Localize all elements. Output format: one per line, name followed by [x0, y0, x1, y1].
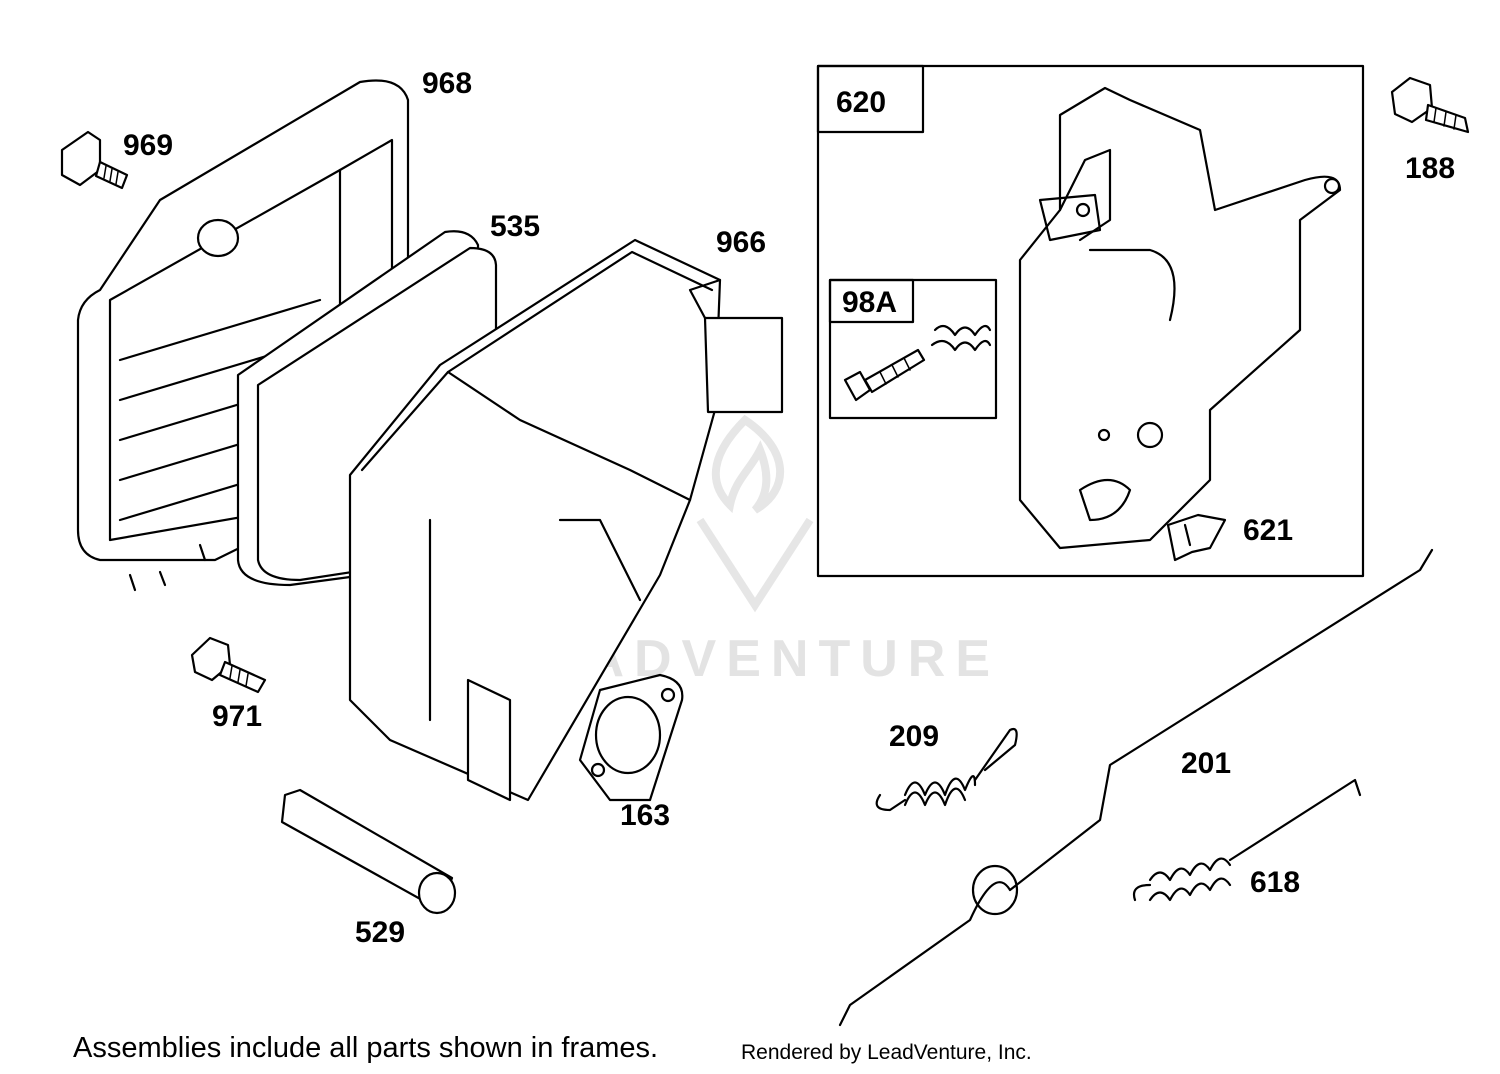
label-968: 968: [422, 67, 472, 100]
rendered-by-credit: Rendered by LeadVenture, Inc.: [741, 1041, 1032, 1064]
label-966: 966: [716, 226, 766, 259]
label-188: 188: [1405, 152, 1455, 185]
spring-209: [875, 727, 1018, 812]
label-98a: 98A: [842, 286, 897, 319]
assemblies-note: Assemblies include all parts shown in fr…: [73, 1032, 659, 1064]
clip-621: [1166, 513, 1227, 562]
screw-971: [190, 636, 267, 694]
assembly-frame-98a: [828, 278, 998, 420]
label-971: 971: [212, 700, 262, 733]
air-cleaner-cover-966: [348, 238, 784, 802]
label-969: 969: [123, 129, 173, 162]
screw-188: [1390, 76, 1470, 134]
tube-529: [280, 788, 457, 915]
label-163: 163: [620, 799, 670, 832]
spring-618: [1132, 778, 1362, 902]
label-620: 620: [836, 86, 886, 119]
label-201: 201: [1181, 747, 1231, 780]
screw-969: [60, 130, 129, 190]
gasket-163: [578, 673, 684, 802]
watermark-logo: [696, 414, 814, 613]
control-bracket: [1018, 86, 1342, 550]
label-209: 209: [889, 720, 939, 753]
label-535: 535: [490, 210, 540, 243]
label-621: 621: [1243, 514, 1293, 547]
governor-rod-201: [838, 548, 1434, 1027]
label-618: 618: [1250, 866, 1300, 899]
label-529: 529: [355, 916, 405, 949]
